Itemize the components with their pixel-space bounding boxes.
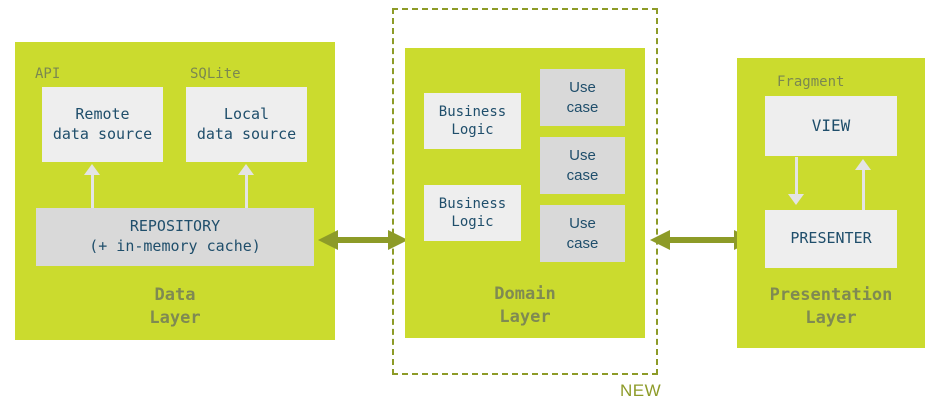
- view-to-presenter-arrowhead: [788, 194, 804, 205]
- use-case-box-2[interactable]: Use case: [540, 137, 625, 194]
- view-to-presenter-stem: [795, 157, 798, 195]
- fragment-caption: Fragment: [777, 74, 845, 90]
- repository-to-local-arrowhead: [238, 164, 254, 175]
- business-logic-box-1[interactable]: Business Logic: [424, 93, 521, 149]
- use-case-box-1[interactable]: Use case: [540, 69, 625, 126]
- data-layer-title: Data Layer: [149, 285, 201, 329]
- sqlite-caption: SQLite: [190, 66, 241, 82]
- repository-box[interactable]: REPOSITORY (+ in-memory cache): [36, 208, 314, 266]
- remote-data-source-box[interactable]: Remote data source: [42, 87, 163, 162]
- local-data-source-box[interactable]: Local data source: [186, 87, 307, 162]
- api-caption: API: [35, 66, 61, 82]
- repository-to-remote-stem: [91, 174, 94, 209]
- new-badge: NEW: [620, 381, 662, 400]
- repository-to-remote-arrowhead: [84, 164, 100, 175]
- presentation-layer-title: Presentation Layer: [769, 285, 893, 329]
- business-logic-box-2[interactable]: Business Logic: [424, 185, 521, 241]
- domain-layer-title: Domain Layer: [494, 284, 556, 328]
- view-box[interactable]: VIEW: [765, 96, 897, 156]
- use-case-box-3[interactable]: Use case: [540, 205, 625, 262]
- repository-to-local-stem: [245, 174, 248, 209]
- presenter-to-view-arrowhead: [855, 159, 871, 170]
- presenter-box[interactable]: PRESENTER: [765, 210, 897, 268]
- domain-layer-new-outline: [392, 8, 658, 375]
- presenter-to-view-stem: [862, 170, 865, 210]
